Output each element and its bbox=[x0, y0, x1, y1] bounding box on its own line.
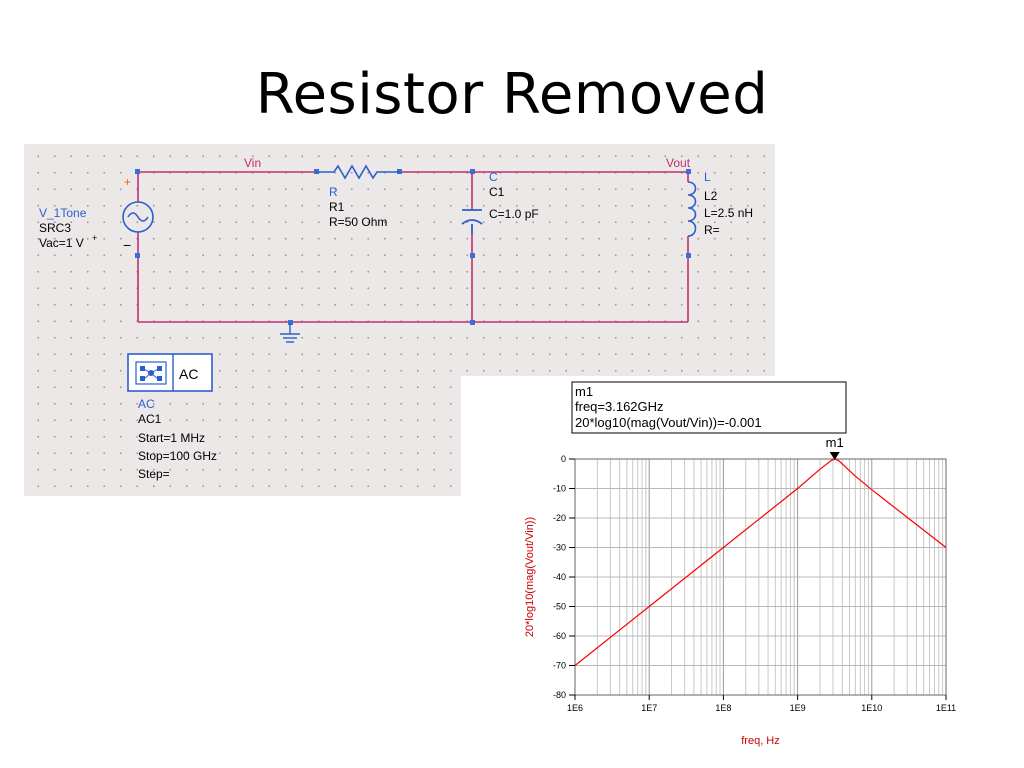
marker-readout-box[interactable]: m1 freq=3.162GHz 20*log10(mag(Vout/Vin))… bbox=[571, 381, 847, 434]
capacitor-param-label: C=1.0 pF bbox=[489, 207, 539, 221]
ac-name-label: AC1 bbox=[138, 412, 162, 426]
y-tick-label: -70 bbox=[553, 661, 566, 671]
resistor-param-label: R=50 Ohm bbox=[329, 215, 387, 229]
capacitor-type-label: C bbox=[489, 170, 498, 184]
x-tick-label: 1E7 bbox=[641, 703, 657, 713]
ac-simulation-block[interactable]: AC bbox=[127, 353, 213, 392]
resistor-type-label: R bbox=[329, 185, 338, 199]
x-axis-label: freq, Hz bbox=[741, 735, 780, 747]
y-tick-label: -50 bbox=[553, 602, 566, 612]
source-name-label: SRC3 bbox=[39, 221, 71, 235]
node-dot bbox=[470, 253, 475, 258]
ac-step-label: Step= bbox=[138, 467, 170, 481]
x-tick-label: 1E6 bbox=[567, 703, 583, 713]
y-tick-label: -30 bbox=[553, 543, 566, 553]
inductor-symbol[interactable] bbox=[687, 181, 697, 237]
schematic-canvas[interactable]: + − V_1Tone SRC3 + Vac=1 V Vin Vout R R1… bbox=[24, 144, 775, 496]
y-tick-label: -60 bbox=[553, 631, 566, 641]
source-param-label: Vac=1 V bbox=[39, 236, 84, 250]
ac-sim-icon bbox=[135, 361, 167, 385]
source-circle bbox=[122, 201, 154, 233]
net-label-vout: Vout bbox=[666, 156, 691, 170]
resistor-name-label: R1 bbox=[329, 200, 345, 214]
response-trace bbox=[574, 458, 947, 666]
ac-stop-label: Stop=100 GHz bbox=[138, 449, 217, 463]
slide-title: Resistor Removed bbox=[255, 62, 769, 127]
x-tick-label: 1E11 bbox=[936, 703, 956, 713]
ac-block-label: AC bbox=[179, 366, 198, 382]
node-dot bbox=[686, 253, 691, 258]
x-tick-label: 1E8 bbox=[715, 703, 731, 713]
ac-start-label: Start=1 MHz bbox=[138, 431, 205, 445]
node-dot bbox=[470, 320, 475, 325]
y-tick-label: -10 bbox=[553, 484, 566, 494]
ac-source-symbol[interactable] bbox=[122, 201, 154, 233]
node-dot bbox=[470, 169, 475, 174]
y-tick-label: -20 bbox=[553, 513, 566, 523]
schematic-drawing: + − V_1Tone SRC3 + Vac=1 V Vin Vout R R1… bbox=[39, 156, 753, 481]
capacitor-symbol[interactable] bbox=[461, 209, 483, 234]
node-dot bbox=[686, 169, 691, 174]
source-minus-sign: − bbox=[123, 237, 131, 253]
ground-icon bbox=[280, 322, 300, 343]
y-tick-label: -80 bbox=[553, 690, 566, 700]
marker-readout-name: m1 bbox=[575, 384, 593, 399]
node-dot bbox=[135, 253, 140, 258]
y-axis-label: 20*log10(mag(Vout/Vin)) bbox=[524, 517, 536, 637]
inductor-param-label: L=2.5 nH bbox=[704, 206, 753, 220]
sine-wave-icon bbox=[127, 212, 149, 222]
plot-panel[interactable]: m1 freq=3.162GHz 20*log10(mag(Vout/Vin))… bbox=[461, 376, 1001, 756]
ac-type-label: AC bbox=[138, 397, 155, 411]
resistor-symbol[interactable] bbox=[316, 164, 400, 180]
y-tick-label: -40 bbox=[553, 572, 566, 582]
marker-label: m1 bbox=[826, 435, 844, 450]
source-type-label: V_1Tone bbox=[39, 206, 87, 220]
x-tick-label: 1E9 bbox=[790, 703, 806, 713]
source-plus-sign: + bbox=[124, 175, 131, 189]
marker-readout-expr: 20*log10(mag(Vout/Vin))=-0.001 bbox=[575, 415, 762, 430]
marker-readout-freq: freq=3.162GHz bbox=[575, 399, 664, 414]
node-dot bbox=[135, 169, 140, 174]
marker-triangle-icon[interactable] bbox=[829, 452, 840, 461]
inductor-param2-label: R= bbox=[704, 223, 720, 237]
source-plus-mark: + bbox=[92, 233, 97, 243]
capacitor-name-label: C1 bbox=[489, 185, 505, 199]
inductor-name-label: L2 bbox=[704, 189, 718, 203]
x-tick-label: 1E10 bbox=[861, 703, 882, 713]
inductor-type-label: L bbox=[704, 170, 711, 184]
net-label-vin: Vin bbox=[244, 156, 261, 170]
frequency-response-chart: m1 freq=3.162GHz 20*log10(mag(Vout/Vin))… bbox=[524, 381, 956, 747]
y-tick-label: 0 bbox=[561, 454, 566, 464]
